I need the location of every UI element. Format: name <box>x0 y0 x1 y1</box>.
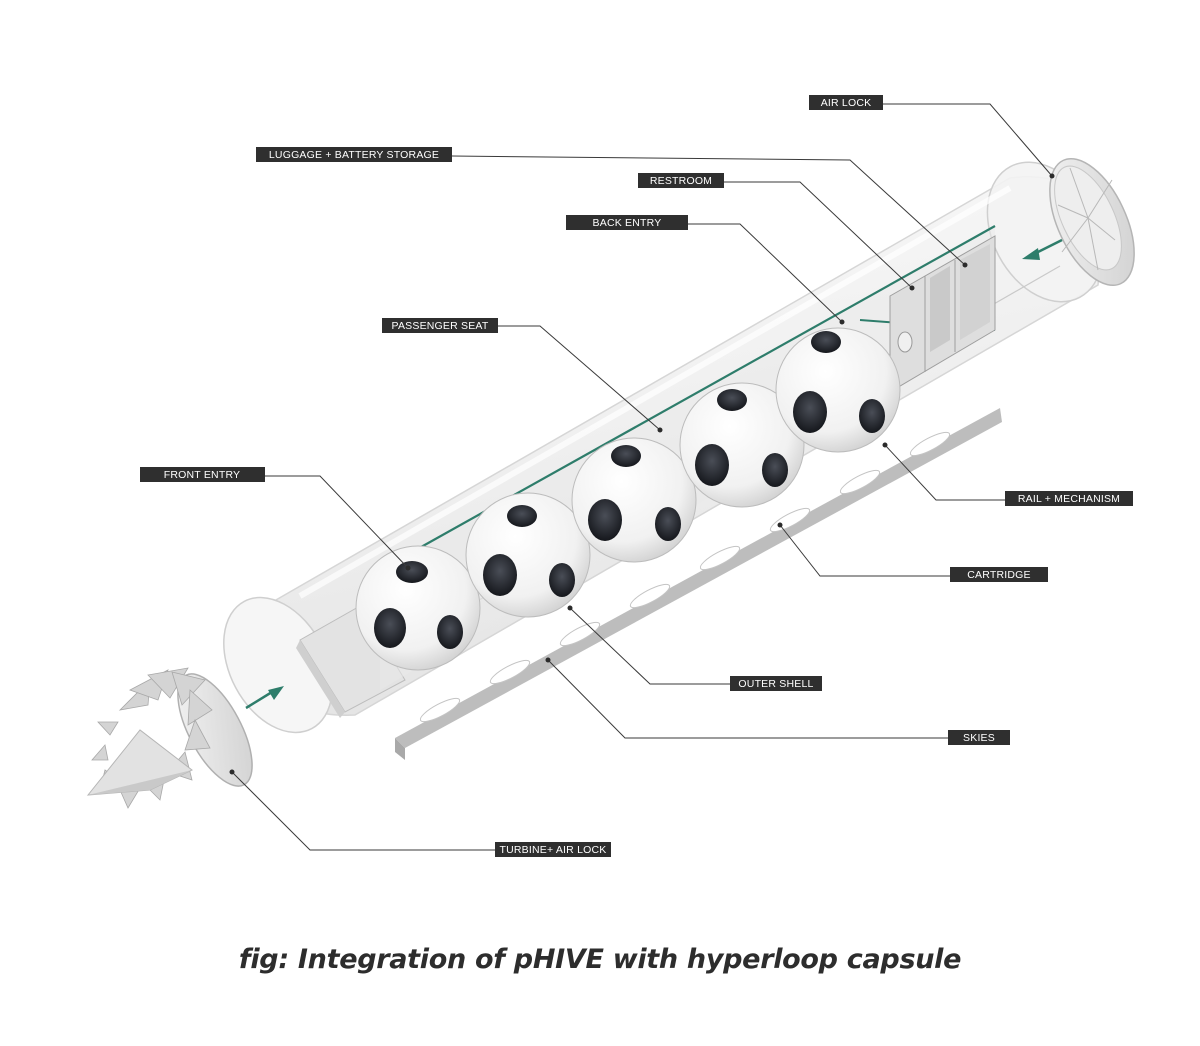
label-front-entry-text: FRONT ENTRY <box>164 469 241 481</box>
label-skies-text: SKIES <box>963 732 995 744</box>
pod-4 <box>679 382 805 508</box>
label-back-entry: BACK ENTRY <box>566 215 688 230</box>
flow-arrows <box>245 238 1063 710</box>
label-passenger-seat: PASSENGER SEAT <box>382 318 498 333</box>
label-outer-shell: OUTER SHELL <box>730 676 822 691</box>
label-cartridge-text: CARTRIDGE <box>967 569 1030 581</box>
label-skies: SKIES <box>948 730 1010 745</box>
label-passenger-seat-text: PASSENGER SEAT <box>392 320 489 332</box>
label-restroom: RESTROOM <box>638 173 724 188</box>
label-back-entry-text: BACK ENTRY <box>593 217 662 229</box>
front-arrow <box>245 690 273 710</box>
skies-rail <box>395 408 1002 760</box>
air-lock-disk <box>1049 157 1135 287</box>
pod-3 <box>571 437 697 563</box>
rear-arrow-head <box>1022 248 1040 260</box>
label-turbine-text: TURBINE+ AIR LOCK <box>500 844 607 856</box>
pod-2 <box>465 492 591 618</box>
label-front-entry: FRONT ENTRY <box>140 467 265 482</box>
label-luggage-text: LUGGAGE + BATTERY STORAGE <box>269 149 439 161</box>
turbine-nose <box>86 667 253 809</box>
label-turbine: TURBINE+ AIR LOCK <box>495 842 611 857</box>
front-entry-block <box>296 605 406 718</box>
rear-arrow <box>1035 238 1063 255</box>
passenger-pods <box>355 327 901 671</box>
label-rail: RAIL + MECHANISM <box>1005 491 1133 506</box>
label-luggage: LUGGAGE + BATTERY STORAGE <box>256 147 452 162</box>
label-air-lock-text: AIR LOCK <box>821 97 872 109</box>
label-rail-text: RAIL + MECHANISM <box>1018 493 1120 505</box>
label-air-lock: AIR LOCK <box>809 95 883 110</box>
rear-compartments <box>889 235 996 393</box>
pod-1 <box>355 545 481 671</box>
label-restroom-text: RESTROOM <box>650 175 712 187</box>
label-cartridge: CARTRIDGE <box>950 567 1048 582</box>
front-arrow-head <box>268 686 284 700</box>
label-outer-shell-text: OUTER SHELL <box>738 678 813 690</box>
pod-5 <box>775 327 901 453</box>
figure-caption: fig: Integration of pHIVE with hyperloop… <box>238 944 962 975</box>
leader-lines <box>229 103 1055 851</box>
